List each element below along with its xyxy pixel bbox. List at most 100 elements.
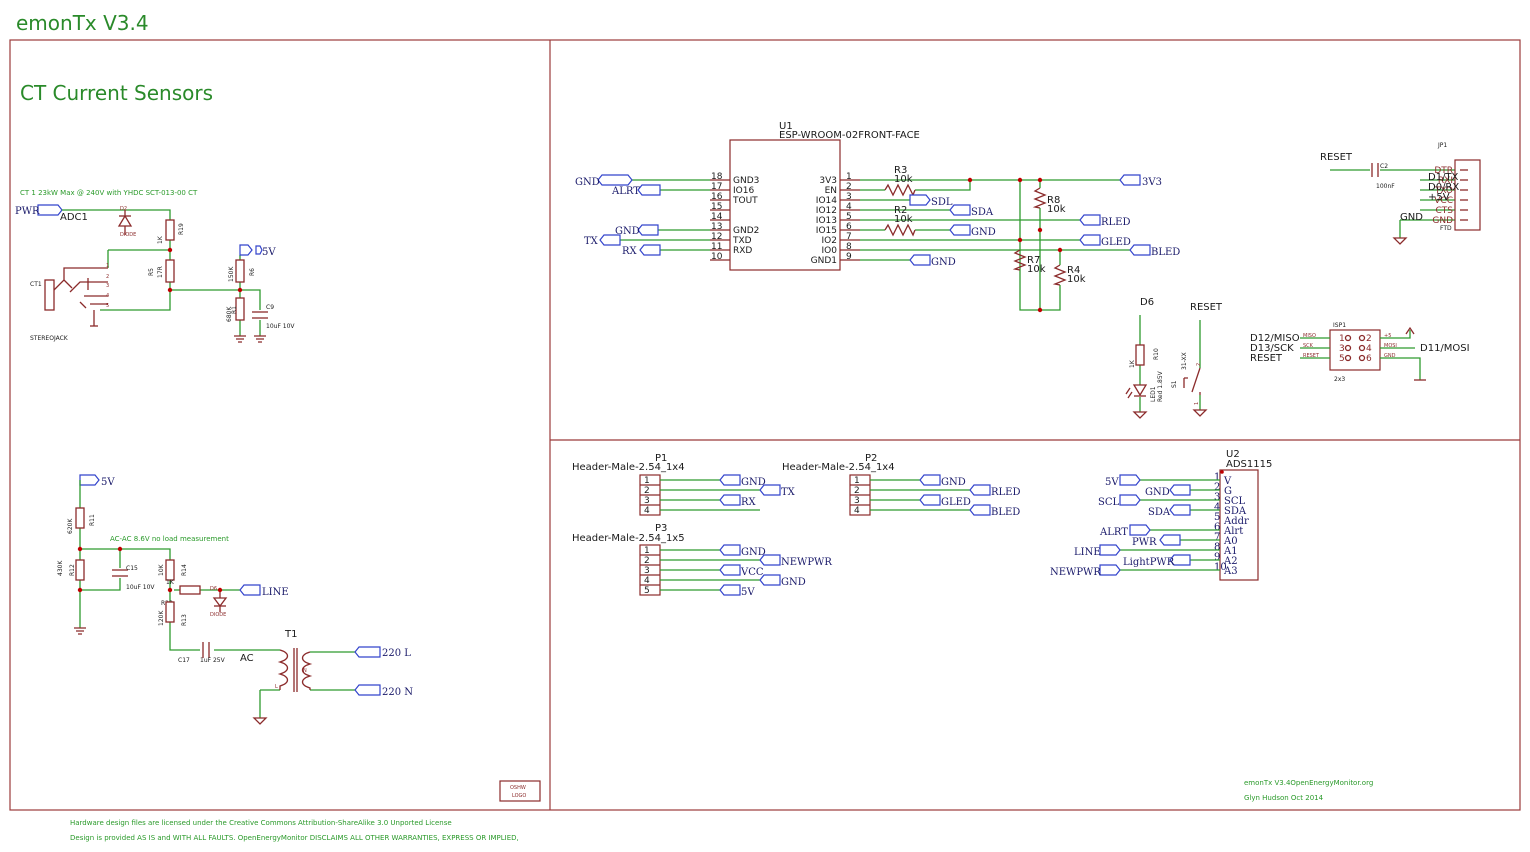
r4-ref: R4: [1067, 265, 1080, 276]
logo-line2: LOGO: [512, 793, 526, 799]
header-pin-number: 2: [854, 486, 860, 496]
license-line1: Hardware design files are licensed under…: [70, 819, 452, 827]
header-pin-number: 1: [644, 476, 650, 486]
p3-net-gnd2: GND: [781, 577, 806, 588]
ads-net-pwr: PWR: [1132, 537, 1157, 548]
r19-value: 1K: [157, 235, 164, 244]
esp-pin-number: 6: [846, 222, 852, 232]
esp-net-gnd1: GND: [931, 257, 956, 268]
esp-pin-name: GND3: [733, 176, 759, 186]
esp-pin-number: 18: [711, 172, 723, 182]
isp-pin-reset: RESET: [1303, 353, 1320, 359]
ct1-ref: CT1: [30, 281, 42, 288]
esp-net-sdl: SDL: [931, 197, 953, 208]
r11-ref: R11: [89, 514, 96, 526]
r4-resistor: [1052, 264, 1067, 286]
esp-pin-number: 5: [846, 212, 852, 222]
ads-net-gnd: GND: [1145, 487, 1170, 498]
sheet-frame: [9, 39, 1521, 811]
esp-pin-name: IO13: [816, 216, 837, 226]
r13-value: 120K: [158, 610, 165, 626]
p1-net-gnd: GND: [741, 477, 766, 488]
isp-label-sck: D13/SCK: [1250, 343, 1294, 354]
u1-value: ESP-WROOM-02FRONT-FACE: [779, 130, 920, 141]
ftdi-side-d1tx: D1/TX: [1428, 172, 1459, 183]
esp-pin-number: 9: [846, 252, 852, 262]
esp-pin-name: RXD: [733, 246, 752, 256]
jack-pin-2: 2: [106, 274, 109, 280]
r7-resistor: [1012, 249, 1027, 271]
header-pin-number: 2: [644, 556, 650, 566]
esp-pin-number: 16: [711, 192, 723, 202]
r11-resistor: [75, 507, 85, 529]
r5-resistor: [165, 259, 175, 283]
t1-l: L: [275, 684, 278, 690]
p3-net-vcc: VCC: [740, 567, 764, 578]
esp-pin-number: 4: [846, 202, 852, 212]
ads-net-line: LINE: [1074, 547, 1101, 558]
led1-value: Red 1.85V: [1157, 370, 1164, 402]
isp-header: ISP1 D12/MISO D13/SCK RESET MISO SCK RES…: [1250, 322, 1470, 383]
isp-ref: ISP1: [1333, 322, 1346, 329]
c2-value: 100nF: [1376, 183, 1395, 190]
p1-net-rx: RX: [741, 497, 757, 508]
isp-pin-5v: +5: [1384, 333, 1391, 339]
ads-pin-number: 4: [1214, 502, 1220, 513]
r11-value: 620K: [67, 518, 74, 534]
header-pin-number: 3: [644, 566, 650, 576]
u2-ref: U2: [1226, 449, 1240, 460]
ftdi-pin-name: GND: [1432, 216, 1453, 226]
u2-value: ADS1115: [1226, 459, 1272, 470]
isp-num-4: 4: [1366, 344, 1372, 354]
ftdi-pin-name: DTR: [1434, 166, 1453, 176]
isp-value: 2x3: [1334, 376, 1345, 383]
license-line2: Design is provided AS IS and WITH ALL FA…: [70, 834, 519, 842]
p3-ref: P3: [655, 523, 667, 534]
r28-resistor: [179, 585, 201, 595]
c2-ref: C2: [1380, 163, 1388, 170]
ads-pin-number: 5: [1214, 512, 1220, 523]
esp-net-rled: RLED: [1101, 217, 1131, 228]
isp-pin-mosi: MOSI: [1384, 343, 1397, 349]
esp-pin-number: 17: [711, 182, 722, 192]
ads-net-lightpwr: LightPWR: [1123, 557, 1175, 568]
p2-value: Header-Male-2.54_1x4: [782, 462, 895, 473]
ads-pin-name: V: [1223, 476, 1232, 487]
jack-pin-4: 4: [106, 293, 109, 299]
esp-pin-number: 14: [711, 212, 723, 222]
ads-net-scl: SCL: [1098, 497, 1120, 508]
ac-label: AC: [240, 653, 254, 664]
ads-pin-number: 6: [1214, 522, 1220, 533]
esp-pin-number: 1: [846, 172, 852, 182]
esp-net-sda: SDA: [971, 207, 994, 218]
r5-ref: R5: [148, 268, 155, 276]
header-pin-number: 2: [644, 486, 650, 496]
d6-ac-ref: D6: [210, 586, 217, 592]
ct-circuit: CT 1 23kW Max @ 240V with YHDC SCT-013-0…: [15, 189, 295, 343]
r2-ref: R2: [894, 205, 907, 216]
isp-pin-gnd: GND: [1384, 353, 1396, 359]
header-pin-number: 4: [854, 506, 860, 516]
pwr-net-flag: [37, 204, 63, 216]
ads-net-5v: 5V: [1105, 477, 1119, 488]
adc1-label: ADC1: [60, 212, 88, 223]
esp-pin-name: TOUT: [732, 196, 758, 206]
header-pin-number: 5: [644, 586, 650, 596]
p3-value: Header-Male-2.54_1x5: [572, 533, 685, 544]
esp-net-gled: GLED: [1101, 237, 1131, 248]
ads-pin-number: 2: [1214, 482, 1220, 493]
esp-pin-name: EN: [825, 186, 837, 196]
esp-pin-name: IO2: [822, 236, 837, 246]
esp-net-bled: BLED: [1151, 247, 1180, 258]
r10-ref: R10: [1153, 348, 1160, 360]
ads-pin-number: 8: [1214, 542, 1220, 553]
n220-net: 220 N: [382, 687, 413, 698]
ads-pin-number: 7: [1214, 532, 1220, 543]
c17-ref: C17: [178, 657, 190, 664]
p2-net-bled: BLED: [991, 507, 1020, 518]
esp-net-gnd-left: GND: [575, 177, 600, 188]
ftdi-side-5v: +5V: [1428, 192, 1450, 203]
